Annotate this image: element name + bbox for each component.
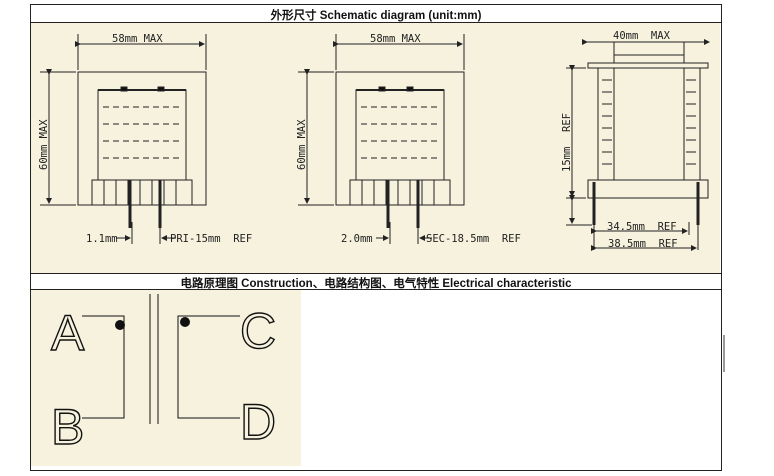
d3-spacing1-label: 34.5mm REF [607, 221, 677, 233]
schematic-panel-bg [31, 290, 301, 466]
transformer-front-view-secondary [298, 34, 465, 244]
d2-pin-label: 2.0mm [341, 233, 373, 245]
transformer-side-view [566, 39, 710, 251]
table-frame [30, 4, 722, 471]
terminal-c-label: C [239, 303, 277, 359]
terminal-d-label: D [239, 394, 277, 450]
terminal-a-label: A [50, 305, 85, 361]
terminal-b-label: B [50, 399, 85, 455]
d2-width-label: 58mm MAX [370, 33, 421, 45]
d2-note-label: SEC-18.5mm REF [426, 233, 521, 245]
d1-width-label: 58mm MAX [112, 33, 163, 45]
primary-dot-marker [115, 320, 125, 330]
d1-pin-label: 1.1mm [86, 233, 118, 245]
electrical-characteristic-header: 电路原理图 Construction、电路结构图、电气特性 Electrical… [180, 278, 572, 290]
d3-width-label: 40mm MAX [613, 30, 671, 42]
schematic-diagram-header: 外形尺寸 Schematic diagram (unit:mm) [270, 10, 482, 22]
d1-note-label: PRI-15mm REF [170, 233, 252, 245]
transformer-schematic [82, 294, 240, 424]
d2-height-label: 60mm MAX [296, 119, 308, 170]
d3-pinlen-label: 15mm [561, 147, 573, 172]
d3-ref-label: REF [561, 113, 573, 132]
secondary-dot-marker [180, 317, 190, 327]
d1-height-label: 60mm MAX [38, 119, 50, 170]
d3-spacing2-label: 38.5mm REF [608, 238, 678, 250]
transformer-front-view-primary [40, 34, 207, 244]
